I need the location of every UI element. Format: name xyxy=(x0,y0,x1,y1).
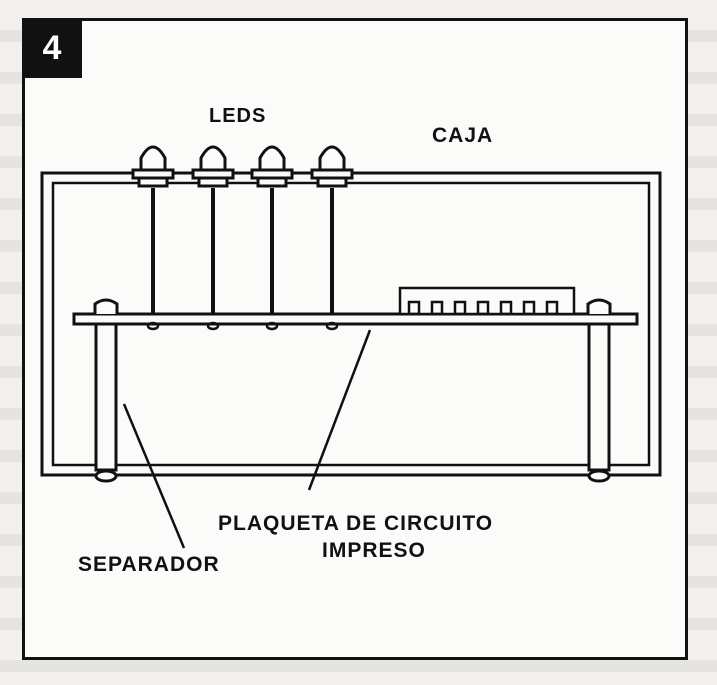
label-plaqueta-line2: IMPRESO xyxy=(322,539,426,562)
right-separator xyxy=(587,322,611,472)
label-plaqueta-line1: PLAQUETA DE CIRCUITO xyxy=(218,512,494,535)
case-inner xyxy=(51,181,651,467)
led-2 xyxy=(191,145,235,188)
circuit-board xyxy=(72,312,639,326)
led-4 xyxy=(310,145,354,188)
left-separator-screw-bottom xyxy=(94,469,118,483)
figure-frame xyxy=(22,18,688,660)
led-3 xyxy=(250,145,294,188)
left-separator-screw-top xyxy=(93,298,119,314)
figure-number: 4 xyxy=(22,18,82,78)
leader-line-plaqueta xyxy=(307,329,372,491)
right-separator-screw-top xyxy=(586,298,612,314)
left-separator xyxy=(94,322,118,472)
label-separador: SEPARADOR xyxy=(78,553,220,576)
label-leds: LEDS xyxy=(209,105,267,127)
label-caja: CAJA xyxy=(432,124,494,147)
leader-line-separador xyxy=(122,403,186,549)
right-separator-screw-bottom xyxy=(587,469,611,483)
led-1 xyxy=(131,145,175,188)
